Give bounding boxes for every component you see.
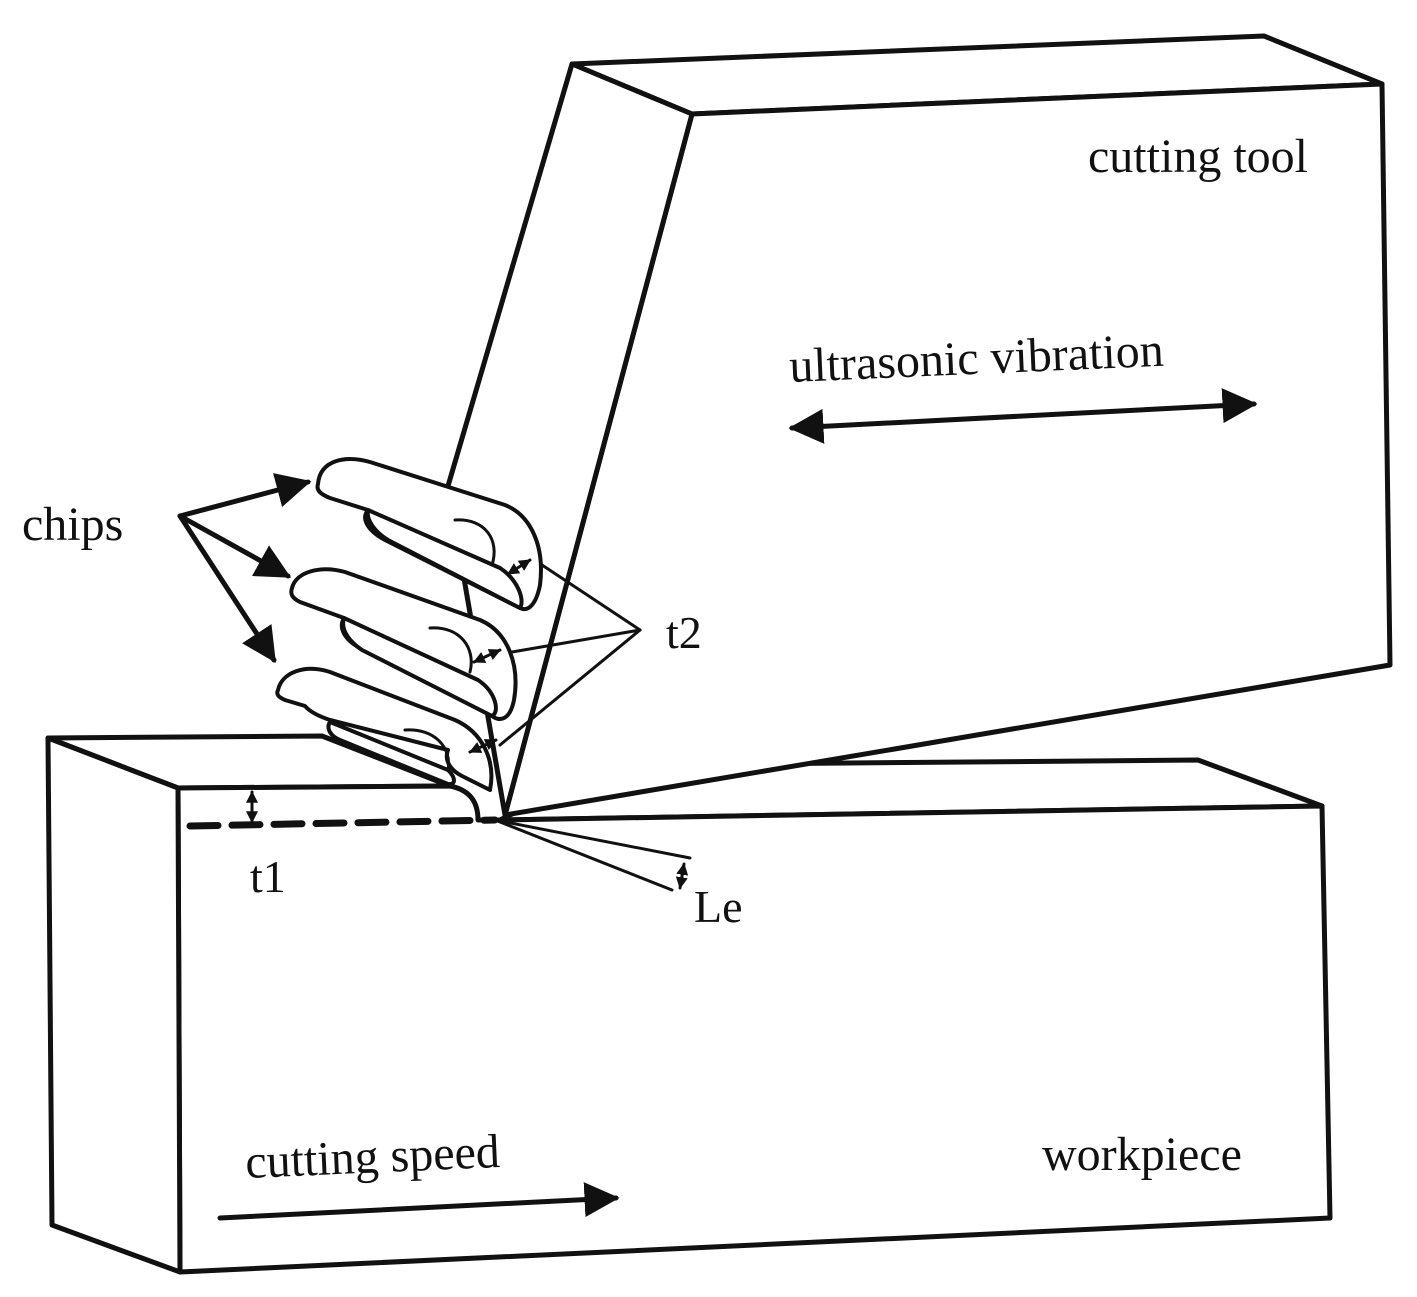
workpiece-side-face [45,735,183,1275]
t1-label: t1 [250,851,286,902]
workpiece-front-face [175,783,1333,1275]
le-label: Le [694,881,743,932]
le-dimension [493,818,692,892]
chip-bottom [275,666,494,792]
chips-pointers [177,473,312,663]
cutting-tool-body [445,33,1393,818]
t2-label: t2 [666,607,702,658]
t2-arrow-middle [472,648,502,664]
chips-label: chips [22,498,123,551]
workpiece-block [45,733,1333,1275]
tool-side-face [445,61,695,818]
chip-middle [289,567,518,721]
t2-leaders [498,563,642,747]
chip-top [315,457,543,611]
vibration-arrow [788,388,1258,444]
cutting-speed-label: cutting speed [244,1125,501,1189]
t2-arrow-top [506,558,532,576]
uncut-depth-line [186,816,499,830]
cutting-tool-label: cutting tool [1088,130,1308,183]
workpiece-label: workpiece [1042,1128,1242,1181]
t2-arrow-bottom [468,738,498,754]
cutting-speed-arrow [217,1182,620,1221]
